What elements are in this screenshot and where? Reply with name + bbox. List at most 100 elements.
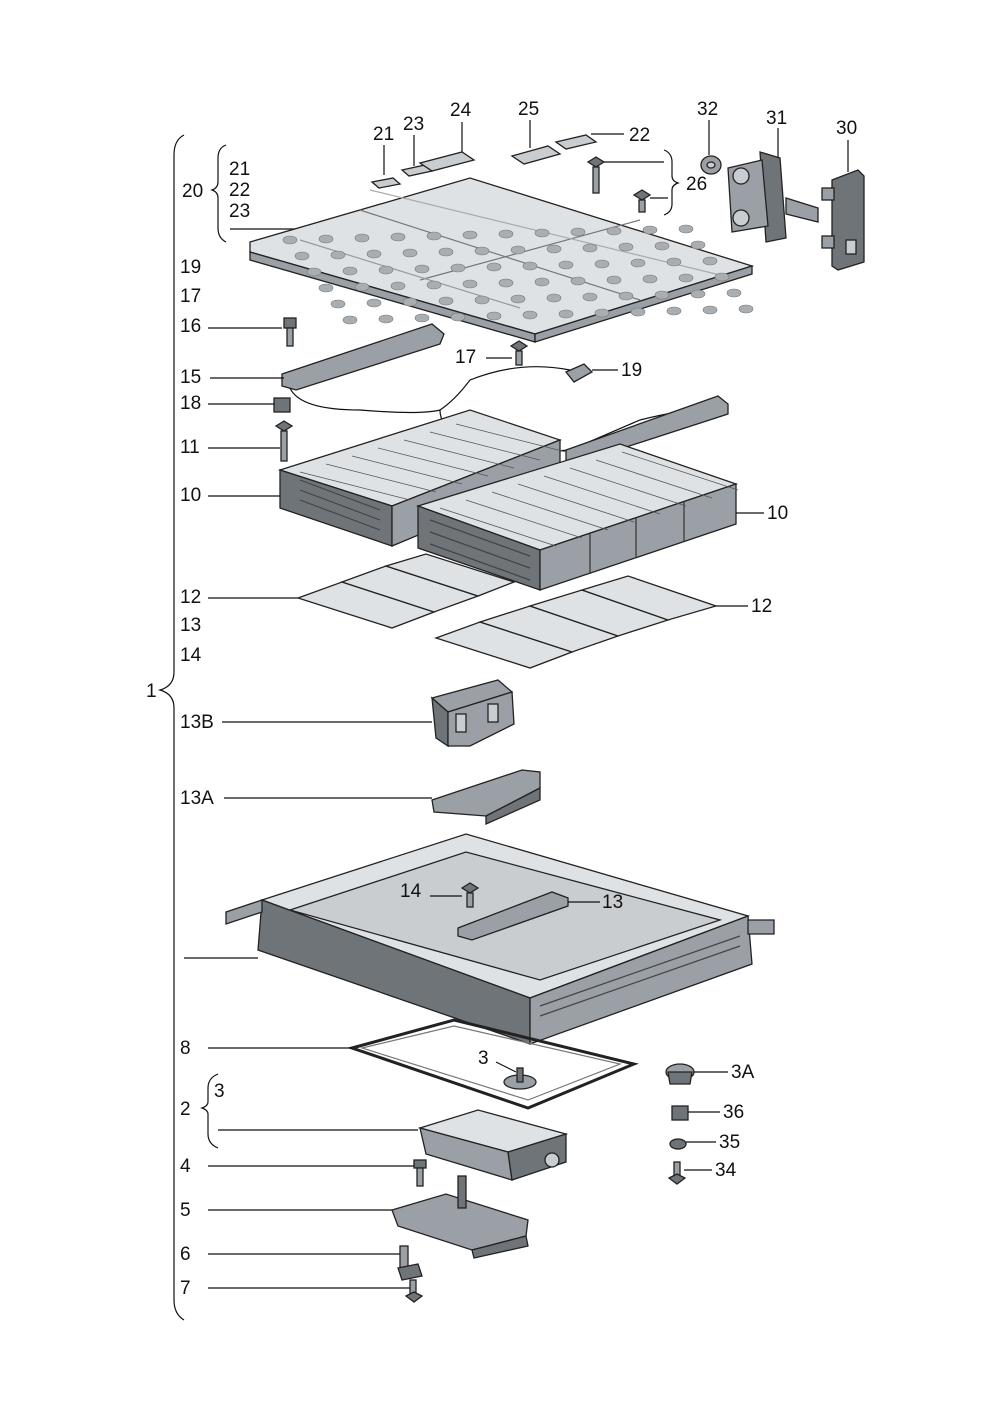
lid-dimple <box>558 260 574 270</box>
callout-22-top: 22 <box>629 125 650 146</box>
stud-3 <box>503 1067 537 1090</box>
callout-20: 20 <box>182 181 203 202</box>
group-26-bracket <box>663 149 680 216</box>
callout-14-tray: 14 <box>400 881 422 902</box>
sensor-19 <box>564 363 594 383</box>
cell-ridge <box>403 439 515 469</box>
lid-dimple <box>342 266 358 276</box>
callout-32: 32 <box>697 99 718 120</box>
lid-dimple <box>294 251 310 261</box>
lid-dimple <box>306 267 322 277</box>
battery-module-right <box>415 443 739 591</box>
lid-dimple <box>546 244 562 254</box>
lid-dimple <box>462 279 478 289</box>
callout-4: 4 <box>180 1156 191 1177</box>
callout-10-left: 10 <box>180 485 201 506</box>
lid-dimple <box>534 228 550 238</box>
bolt-11 <box>274 420 294 462</box>
lid-dimple <box>474 246 490 256</box>
lid-dimple <box>438 296 454 306</box>
callout-8: 8 <box>180 1038 191 1059</box>
lid-dimple <box>450 312 466 322</box>
bracket-13a <box>431 769 541 826</box>
lid-dimple <box>522 310 538 320</box>
lid-dimple <box>318 283 334 293</box>
cell-ridge <box>465 499 583 539</box>
pin-6 <box>397 1245 423 1281</box>
lid-dimple <box>738 304 754 314</box>
pad-21 <box>370 177 402 189</box>
lid-dimple <box>714 272 730 282</box>
plug-3a <box>665 1063 695 1085</box>
cell-ridge <box>543 475 661 515</box>
callout-7: 7 <box>180 1278 191 1299</box>
wiring-harness-15 <box>281 323 729 463</box>
callout-17-list: 17 <box>180 286 201 307</box>
screw-34 <box>667 1161 687 1185</box>
callout-22-group: 22 <box>229 180 250 201</box>
cell-ridge <box>517 483 635 523</box>
callout-25: 25 <box>518 99 539 120</box>
cell-ridge <box>569 467 687 507</box>
callout-19-list: 19 <box>180 257 201 278</box>
callout-5: 5 <box>180 1200 191 1221</box>
lid-dimple <box>702 305 718 315</box>
callout-34: 34 <box>715 1160 737 1181</box>
lid-dimple <box>666 306 682 316</box>
lid-dimple <box>462 230 478 240</box>
lid-dimple <box>510 294 526 304</box>
latch-plate-30 <box>821 169 865 271</box>
callout-23-group: 23 <box>229 201 250 222</box>
callout-19-wire: 19 <box>621 360 642 381</box>
seal-8 <box>346 1018 639 1110</box>
lid-dimple <box>666 257 682 267</box>
lid-dimple <box>330 299 346 309</box>
lid-dimple <box>330 250 346 260</box>
lid-dimple <box>690 289 706 299</box>
lid-dimple <box>318 234 334 244</box>
cell-ridge <box>439 507 557 547</box>
callout-23-top: 23 <box>403 114 424 135</box>
callout-13-list: 13 <box>180 615 201 636</box>
callout-13a: 13A <box>180 788 214 809</box>
screw-14 <box>460 882 480 908</box>
callout-10-right: 10 <box>767 503 788 524</box>
pads-12-left <box>295 553 516 629</box>
mount-bracket-5 <box>391 1175 529 1259</box>
cell-ridge <box>325 463 437 493</box>
lid-dimple <box>522 261 538 271</box>
cell-ridge <box>351 455 463 485</box>
callout-31: 31 <box>766 108 787 129</box>
lid-dimple <box>342 315 358 325</box>
lid-dimple <box>606 275 622 285</box>
lid-dimple <box>570 276 586 286</box>
lid-dimple <box>510 245 526 255</box>
lid-dimple <box>366 298 382 308</box>
rail-13 <box>457 891 569 941</box>
callout-2: 2 <box>180 1099 191 1120</box>
bolt-16 <box>283 317 297 347</box>
cell-ridge <box>429 431 541 461</box>
callout-3-bracket: 3 <box>214 1081 225 1102</box>
callout-15: 15 <box>180 367 201 388</box>
lid-dimple <box>690 240 706 250</box>
screw-26-long <box>586 156 606 194</box>
screw-7 <box>404 1279 424 1303</box>
lid-dimple <box>630 307 646 317</box>
clip-36 <box>671 1105 689 1121</box>
lid-dimple <box>426 280 442 290</box>
lid-dimple <box>438 247 454 257</box>
lid-dimple <box>366 249 382 259</box>
lid-dimple <box>414 313 430 323</box>
lid-dimple <box>450 263 466 273</box>
lid-dimple <box>402 248 418 258</box>
lid-dimple <box>678 273 694 283</box>
cell-ridge <box>299 471 411 501</box>
lid-dimple <box>594 308 610 318</box>
lid-dimple <box>378 314 394 324</box>
lid-dimple <box>654 241 670 251</box>
callout-16: 16 <box>180 316 201 337</box>
callout-11: 11 <box>180 437 200 458</box>
lid-dimple <box>594 259 610 269</box>
callout-14-list: 14 <box>180 645 202 666</box>
